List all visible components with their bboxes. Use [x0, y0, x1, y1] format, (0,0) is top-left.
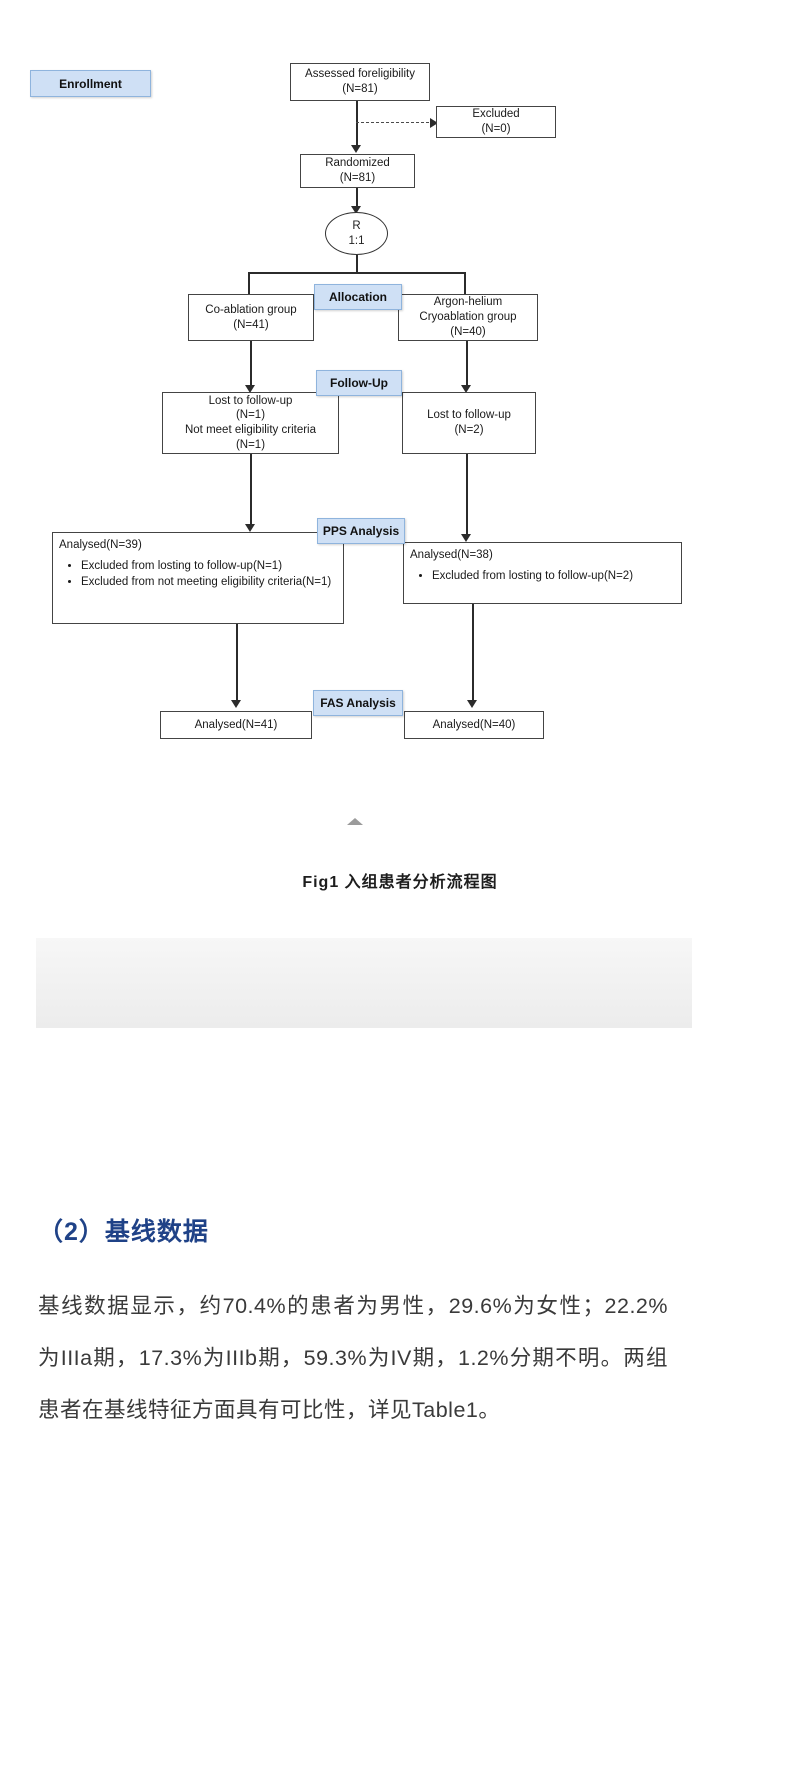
node-lost-left-line-2: (N=1): [235, 409, 266, 422]
node-excluded-line-1: Excluded: [472, 108, 520, 121]
node-lost-left-line-4: (N=1): [235, 438, 266, 451]
node-pps-right-bullet-1: Excluded from losting to follow-up(N=2): [432, 569, 633, 584]
node-randomized-line-1: Randomized: [325, 157, 390, 170]
node-fas-right-text: Analysed(N=40): [432, 718, 516, 731]
stage-label-allocation-text: Allocation: [328, 290, 387, 304]
node-excluded: Excluded (N=0): [436, 106, 556, 138]
node-lost-right-line-2: (N=2): [454, 424, 484, 436]
arrowhead-right-followup: [461, 385, 471, 393]
stage-label-followup: Follow-Up: [316, 370, 402, 396]
node-pps-left-title: Analysed(N=39): [59, 539, 142, 551]
node-lost-to-followup-left: Lost to follow-up (N=1) Not meet eligibi…: [162, 392, 339, 454]
node-randomization-ratio: R 1:1: [325, 212, 388, 255]
node-pps-left-bullets: Excluded from losting to follow-up(N=1) …: [59, 559, 331, 591]
arrowhead-left-fas: [231, 700, 241, 708]
trial-flow-diagram: Enrollment Assessed foreligibility (N=81…: [0, 0, 800, 800]
node-co-ablation-group: Co-ablation group (N=41): [188, 294, 314, 341]
node-ratio-line-1: R: [352, 219, 361, 232]
connector-split-bar: [248, 272, 465, 274]
node-randomized-line-2: (N=81): [339, 172, 376, 184]
node-lost-left-line-3: Not meet eligibility criteria: [184, 424, 316, 436]
figure-caption: Fig1 入组患者分析流程图: [302, 874, 498, 891]
node-fas-analysed-left: Analysed(N=41): [160, 711, 312, 739]
node-pps-analysed-left: Analysed(N=39) Excluded from losting to …: [52, 532, 344, 624]
node-pps-analysed-right: Analysed(N=38) Excluded from losting to …: [403, 542, 682, 604]
node-pps-right-bullets: Excluded from losting to follow-up(N=2): [410, 569, 633, 585]
node-excluded-line-2: (N=0): [481, 123, 511, 135]
arrowhead-left-pps: [245, 524, 255, 532]
node-pps-left-bullet-1: Excluded from losting to follow-up(N=1): [81, 559, 331, 574]
node-randomized: Randomized (N=81): [300, 154, 415, 188]
connector-right-followup-down: [466, 454, 468, 536]
node-lost-left-line-1: Lost to follow-up: [208, 394, 293, 407]
stage-label-followup-text: Follow-Up: [330, 376, 388, 390]
node-group-right-line-1: Argon-helium: [433, 296, 503, 309]
stage-label-fas-analysis: FAS Analysis: [313, 690, 403, 716]
connector-split-left: [248, 272, 250, 294]
collapse-caret-icon[interactable]: [347, 818, 363, 825]
node-argon-helium-cryoablation-group: Argon-helium Cryoablation group (N=40): [398, 294, 538, 341]
stage-label-allocation: Allocation: [314, 284, 402, 310]
node-group-right-line-2: Cryoablation group: [419, 311, 517, 324]
arrowhead-right-pps: [461, 534, 471, 542]
connector-split-right: [464, 272, 466, 294]
arrowhead-left-followup: [245, 385, 255, 393]
arrowhead-to-excluded: [430, 118, 438, 128]
node-assessed-line-2: (N=81): [342, 83, 378, 95]
connector-left-pps-down: [236, 624, 238, 702]
stage-label-fas-text: FAS Analysis: [320, 696, 396, 710]
stage-label-pps-text: PPS Analysis: [322, 524, 400, 538]
node-group-left-line-1: Co-ablation group: [205, 303, 297, 316]
connector-ratio-down: [356, 255, 358, 273]
node-fas-left-text: Analysed(N=41): [194, 718, 278, 731]
arrowhead-right-fas: [467, 700, 477, 708]
node-assessed-line-1: Assessed foreligibility: [305, 68, 415, 81]
connector-assessed-to-excluded: [356, 122, 434, 123]
node-assessed-for-eligibility: Assessed foreligibility (N=81): [290, 63, 430, 101]
node-group-left-line-2: (N=41): [233, 318, 269, 331]
arrowhead-to-ratio: [351, 206, 361, 214]
node-lost-to-followup-right: Lost to follow-up (N=2): [402, 392, 536, 454]
node-pps-left-bullet-2: Excluded from not meeting eligibility cr…: [81, 575, 331, 590]
node-lost-right-line-1: Lost to follow-up: [427, 409, 511, 422]
stage-label-pps-analysis: PPS Analysis: [317, 518, 405, 544]
connector-right-group-down: [466, 341, 468, 387]
stage-label-enrollment: Enrollment: [30, 70, 151, 97]
connector-left-group-down: [250, 341, 252, 387]
arrowhead-to-randomized: [351, 145, 361, 153]
section-heading: （2）基线数据: [38, 1218, 209, 1246]
connector-randomized-down: [356, 188, 358, 209]
node-pps-right-title: Analysed(N=38): [410, 549, 493, 561]
content-placeholder-block: [36, 938, 692, 1028]
connector-right-pps-down: [472, 604, 474, 702]
node-ratio-line-2: 1:1: [348, 234, 365, 247]
connector-assessed-down: [356, 101, 358, 145]
node-fas-analysed-right: Analysed(N=40): [404, 711, 544, 739]
connector-left-followup-down: [250, 454, 252, 526]
section-body-text: 基线数据显示，约70.4%的患者为男性，29.6%为女性；22.2%为IIIa期…: [38, 1294, 668, 1422]
stage-label-enrollment-text: Enrollment: [59, 76, 122, 91]
node-group-right-line-3: (N=40): [450, 325, 486, 338]
